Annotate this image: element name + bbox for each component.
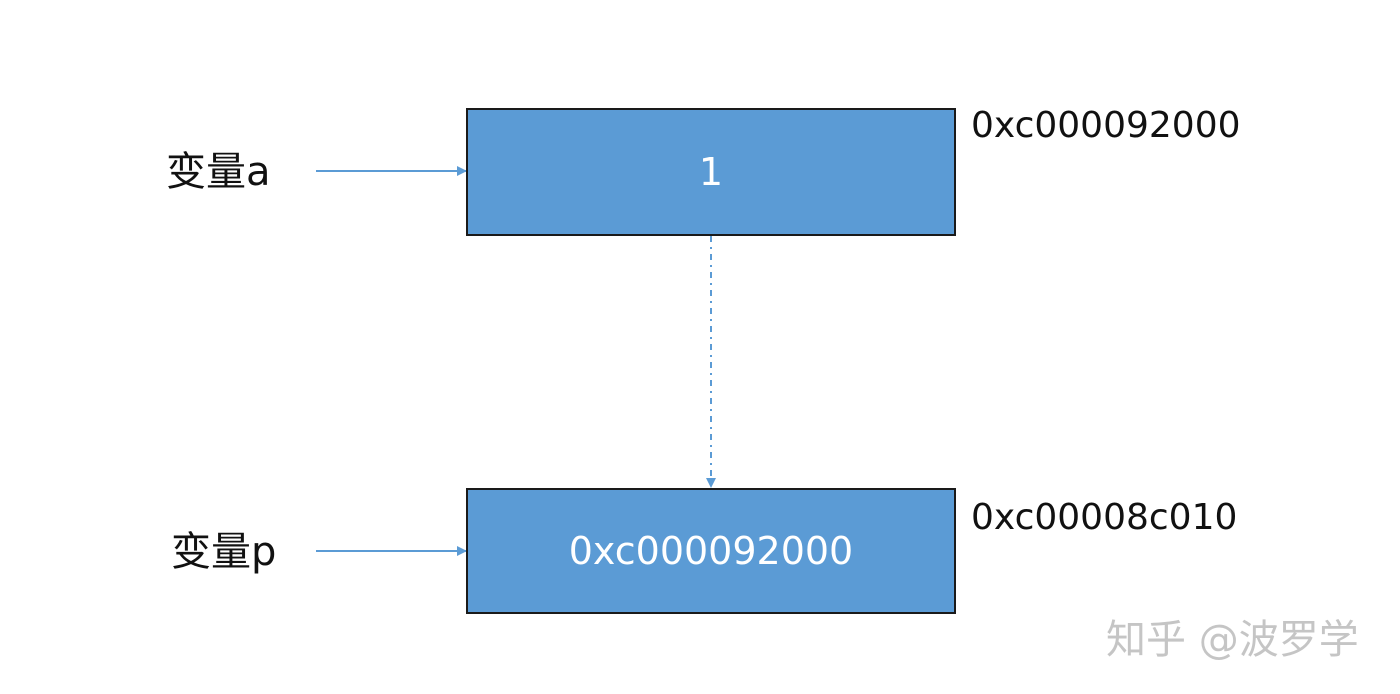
- watermark: 知乎 @波罗学: [1106, 617, 1359, 663]
- variable-a-label: 变量a: [166, 149, 271, 195]
- variable-p-label: 变量p: [171, 529, 277, 575]
- variable-p-memory-box: 0xc000092000: [466, 488, 956, 614]
- variable-a-address: 0xc000092000: [971, 105, 1241, 146]
- variable-a-memory-box: 1: [466, 108, 956, 236]
- variable-a-value: 1: [698, 150, 724, 194]
- variable-p-address: 0xc00008c010: [971, 497, 1238, 538]
- variable-p-value: 0xc000092000: [568, 529, 854, 573]
